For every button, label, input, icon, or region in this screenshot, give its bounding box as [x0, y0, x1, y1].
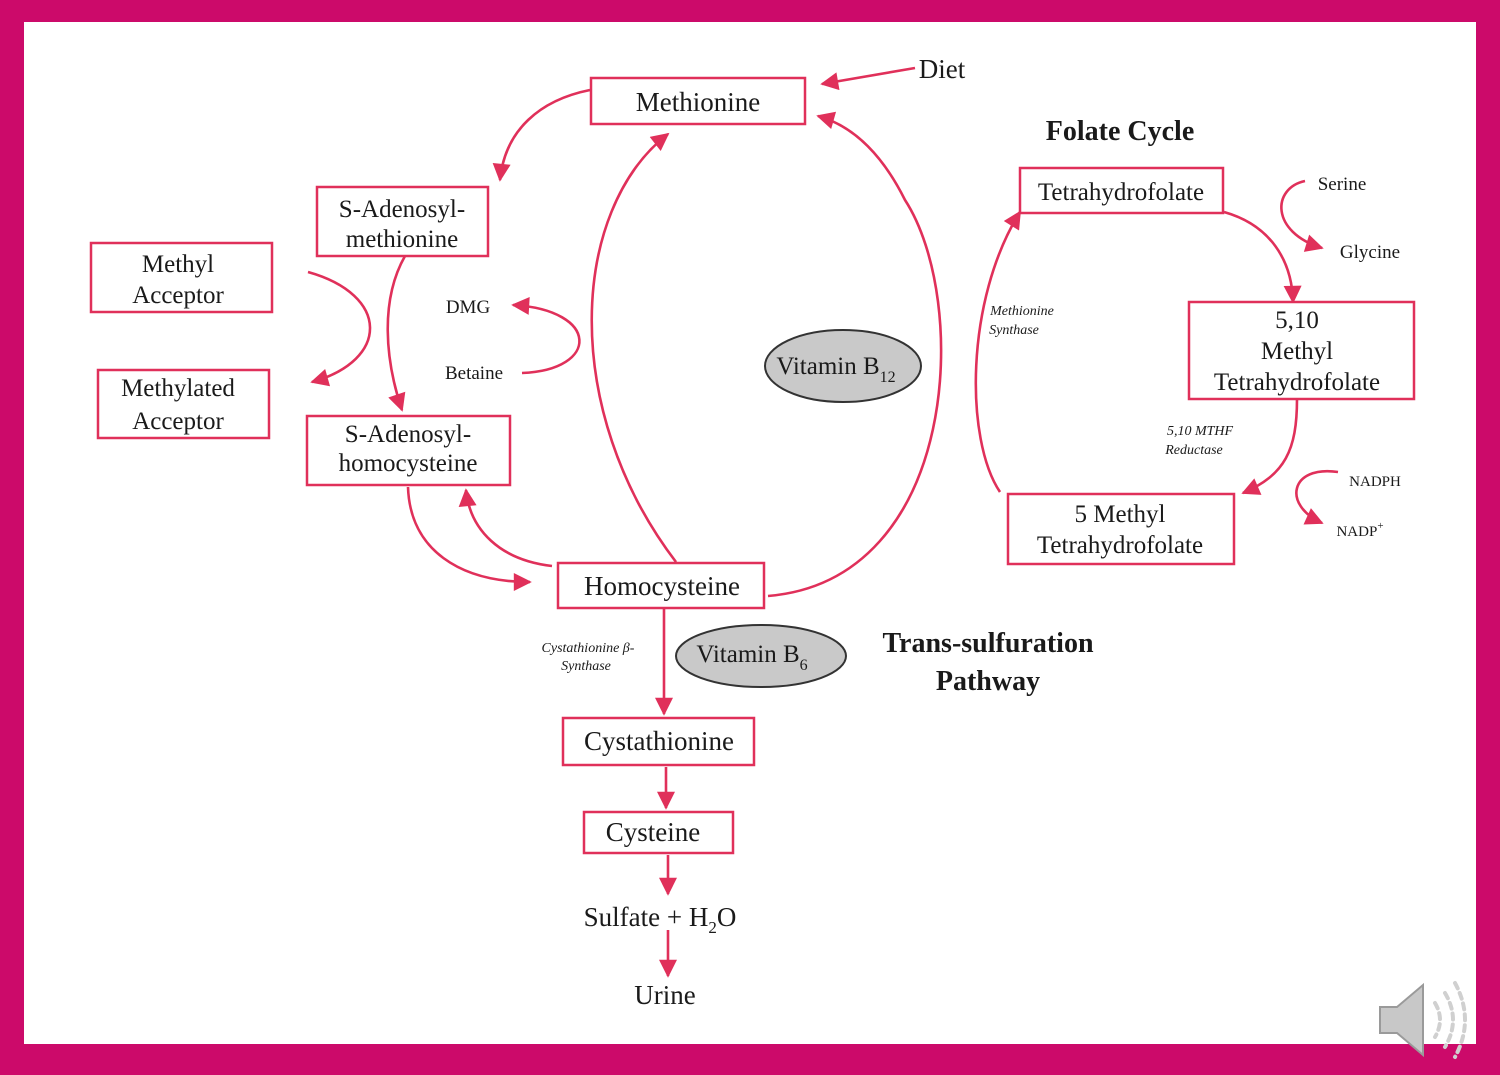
mthf5-line2: Tetrahydrofolate — [1037, 532, 1203, 559]
betaine-label: Betaine — [445, 363, 503, 384]
vitamin-b12: Vitamin B12 — [764, 329, 922, 403]
methyl-acceptor-line2: Acceptor — [132, 282, 224, 309]
homocysteine-label: Homocysteine — [584, 571, 740, 601]
arrow-homocysteine-to-sah — [458, 488, 553, 568]
speaker-icon[interactable] — [1375, 975, 1475, 1065]
heading-trans-sulfuration: Trans-sulfuration Pathway — [882, 628, 1093, 697]
enzyme-mthf-reductase: 5,10 MTHF Reductase — [1164, 424, 1233, 458]
node-homocysteine: Homocysteine — [556, 561, 766, 610]
vitamin-b6: Vitamin B6 — [675, 624, 847, 688]
nadp-label: NADP+ — [1336, 520, 1383, 540]
vitamin-b12-label: Vitamin B12 — [776, 353, 895, 386]
enzyme-cbs: Cystathionine β- Synthase — [542, 641, 635, 674]
node-510-mthf: 5,10 Methyl Tetrahydrofolate — [1187, 300, 1416, 401]
diet-label: Diet — [919, 54, 966, 84]
node-sam: S-Adenosyl- methionine — [315, 185, 490, 258]
arrow-homocysteine-to-methionine-outer — [767, 111, 943, 598]
dmg-label: DMG — [446, 297, 491, 318]
methionine-synthase-line1: Methionine — [989, 304, 1054, 319]
sah-label-line1: S-Adenosyl- — [345, 421, 471, 448]
node-cysteine: Cysteine — [582, 810, 735, 855]
methionine-synthase-line2: Synthase — [989, 323, 1039, 338]
arrow-thf-to-510mthf — [1223, 210, 1302, 304]
sah-label-line2: homocysteine — [339, 450, 478, 477]
arrow-diet-to-methionine — [820, 66, 916, 91]
mthf5-line1: 5 Methyl — [1075, 501, 1166, 528]
arrow-sam-to-sah — [386, 255, 407, 412]
serine-label: Serine — [1318, 174, 1367, 195]
mthf510-line3: Tetrahydrofolate — [1214, 369, 1380, 396]
cysteine-label: Cysteine — [606, 817, 701, 847]
sam-label-line2: methionine — [346, 226, 458, 253]
node-thf: Tetrahydrofolate — [1018, 166, 1225, 215]
sulfate-water-label: Sulfate + H2O — [584, 902, 737, 937]
arrow-methionine-to-sam — [492, 88, 591, 182]
arrow-serine-to-glycine — [1280, 179, 1324, 252]
methylated-acceptor-line1: Methylated — [121, 375, 235, 402]
arrow-5mthf-to-thf — [974, 210, 1022, 493]
nadph-label: NADPH — [1349, 474, 1401, 490]
node-cystathionine: Cystathionine — [561, 716, 756, 767]
folate-cycle-heading: Folate Cycle — [1046, 116, 1195, 147]
trans-sulfuration-line1: Trans-sulfuration — [882, 628, 1093, 659]
trans-sulfuration-line2: Pathway — [936, 666, 1040, 697]
node-5-mthf: 5 Methyl Tetrahydrofolate — [1006, 492, 1236, 566]
thf-label: Tetrahydrofolate — [1038, 179, 1204, 206]
arrow-homocysteine-to-methionine-inner — [590, 132, 678, 563]
methylated-acceptor-line2: Acceptor — [132, 408, 224, 435]
methyl-acceptor-line1: Methyl — [142, 251, 214, 278]
glycine-label: Glycine — [1340, 242, 1400, 263]
enzyme-methionine-synthase: Methionine Synthase — [989, 304, 1054, 338]
mthf510-line2: Methyl — [1261, 338, 1333, 365]
urine-label: Urine — [634, 980, 695, 1010]
methionine-label: Methionine — [636, 87, 760, 117]
node-methylated-acceptor: Methylated Acceptor — [96, 368, 271, 440]
arrow-betaine-to-dmg — [511, 296, 581, 375]
cbs-label-line2: Synthase — [561, 659, 611, 674]
pathway-arrows — [307, 66, 1339, 978]
arrow-methyl-acceptor — [307, 270, 372, 387]
node-methyl-acceptor: Methyl Acceptor — [89, 241, 274, 314]
mthf-reductase-line2: Reductase — [1164, 443, 1223, 458]
vitamin-b6-label: Vitamin B6 — [696, 641, 807, 674]
sam-label-line1: S-Adenosyl- — [339, 196, 465, 223]
mthf510-line1: 5,10 — [1275, 307, 1319, 334]
arrow-sah-to-homocysteine — [406, 486, 532, 591]
cbs-label-line1: Cystathionine β- — [542, 641, 635, 656]
mthf-reductase-line1: 5,10 MTHF — [1167, 424, 1234, 439]
arrow-510mthf-to-5mthf — [1241, 398, 1299, 495]
arrow-nadph-to-nadp — [1295, 469, 1339, 525]
cystathionine-label: Cystathionine — [584, 726, 734, 756]
node-methionine: Methionine — [589, 76, 807, 126]
node-sah: S-Adenosyl- homocysteine — [305, 414, 512, 487]
